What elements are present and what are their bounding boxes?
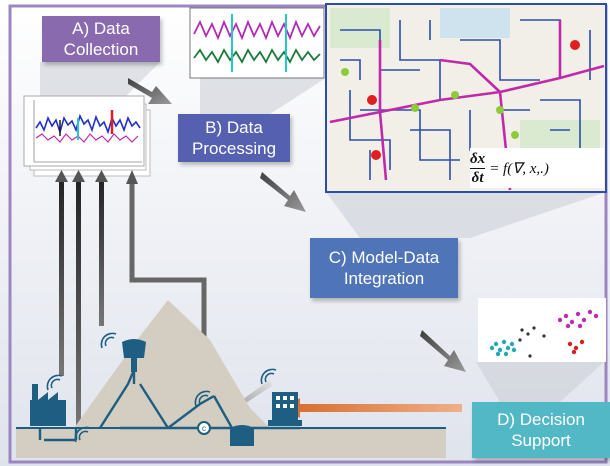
- sensor-signal-icons: [46, 332, 277, 443]
- stage-a-data-collection: A) Data Collection: [42, 16, 160, 62]
- equation-rhs: = f(∇, x,.): [489, 160, 549, 177]
- outer-frame: [8, 4, 608, 464]
- arrow-a-to-b: [128, 78, 172, 104]
- zoom-cone-d: [476, 362, 604, 402]
- water-infrastructure: [38, 360, 300, 442]
- stage-d-decision-support: D) Decision Support: [472, 402, 610, 458]
- hill-terrain: [74, 300, 270, 428]
- governing-equation: δx δt = f(∇, x,.): [470, 148, 604, 188]
- equation-denominator: δt: [471, 169, 484, 186]
- reservoir-tank-icon: [230, 425, 254, 446]
- factory-icon: [30, 384, 66, 426]
- building-icon: [268, 392, 302, 426]
- cluster-scatter: [478, 298, 606, 362]
- feedback-arrow-to-control: [284, 398, 462, 418]
- timeseries-stack: [23, 95, 151, 177]
- stage-b-data-processing: B) Data Processing: [178, 114, 290, 162]
- stage-c-model-data-integration: C) Model-Data Integration: [310, 238, 458, 298]
- valve-icon: c: [197, 421, 211, 435]
- arrow-c-to-d: [420, 330, 466, 372]
- network-map: [325, 3, 607, 193]
- svg-text:c: c: [202, 424, 206, 433]
- arrow-b-to-c: [260, 172, 306, 212]
- zoom-cone-a: [40, 62, 160, 102]
- processed-timeseries: [189, 7, 325, 79]
- equation-numerator: δx: [470, 150, 486, 167]
- water-tower-icon: [122, 339, 146, 372]
- zoom-cone-b: [200, 78, 326, 114]
- zoom-cone-c: [326, 192, 606, 238]
- equation-fraction: δx δt: [470, 150, 486, 186]
